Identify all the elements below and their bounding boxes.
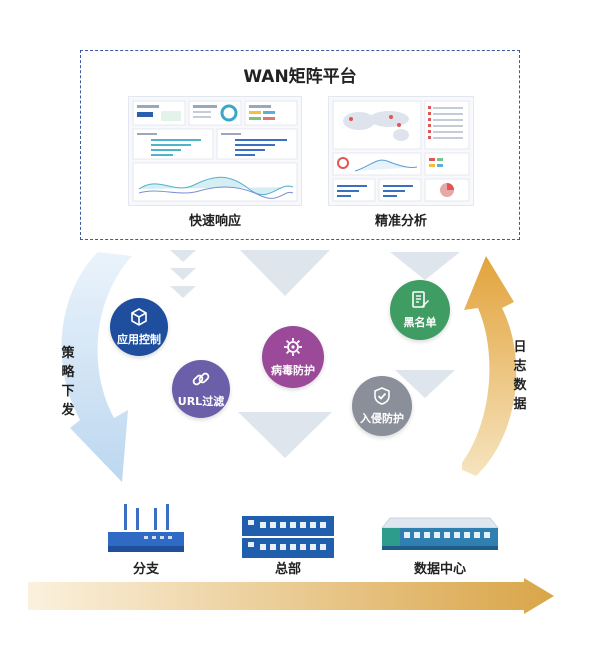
- feature-label: 病毒防护: [271, 364, 315, 377]
- dashboard-mock-1: [132, 100, 298, 202]
- log-data-label: 日志数据: [513, 340, 527, 412]
- feature-intrusion-prevention[interactable]: 入侵防护: [352, 376, 412, 436]
- router-icon: [108, 504, 184, 552]
- link-icon: [192, 372, 210, 386]
- feature-virus-protection[interactable]: 病毒防护: [262, 326, 324, 388]
- wan-platform-frame: [80, 50, 520, 240]
- feature-label: URL过滤: [177, 395, 225, 408]
- dashboard-mock-2: [332, 100, 470, 202]
- feature-label: 黑名单: [403, 316, 437, 329]
- feature-label: 入侵防护: [360, 412, 404, 425]
- device-label-headquarters: 总部: [274, 562, 301, 577]
- document-pen-icon: [412, 291, 429, 308]
- datacenter-switch-icon: [380, 517, 500, 550]
- panel-caption-precise-analysis: 精准分析: [374, 214, 427, 229]
- feature-url-filter[interactable]: URL过滤: [172, 360, 230, 418]
- feature-app-control[interactable]: 应用控制: [110, 298, 168, 356]
- policy-dispatch-label: 策略下发: [61, 346, 75, 418]
- device-label-datacenter: 数据中心: [413, 562, 466, 577]
- feature-blacklist[interactable]: 黑名单: [390, 280, 450, 340]
- shield-check-icon: [374, 387, 390, 405]
- platform-title: WAN矩阵平台: [243, 67, 357, 87]
- cube-gear-icon: [131, 308, 147, 326]
- dashboard-thumbnail-precise-analysis: [328, 96, 474, 206]
- log-data-arrow: [462, 256, 517, 476]
- rack-switch-icon: [242, 516, 334, 558]
- virus-gear-icon: [284, 338, 302, 356]
- policy-dispatch-arrow: [61, 252, 132, 482]
- device-label-branch: 分支: [132, 562, 159, 577]
- bottom-flow-arrow: [28, 578, 554, 614]
- feature-label: 应用控制: [117, 333, 161, 346]
- panel-caption-fast-response: 快速响应: [188, 214, 241, 229]
- dashboard-thumbnail-fast-response: [128, 96, 302, 206]
